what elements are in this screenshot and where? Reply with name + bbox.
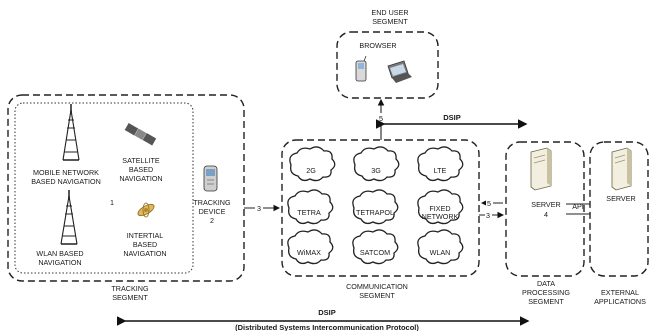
dsip-full-name: (Distributed Systems Intercommunication … <box>235 323 419 331</box>
dsip-top-arrow: DSIP <box>376 113 528 129</box>
mobile-phone-icon <box>355 55 367 82</box>
network-label-2g: 2G <box>306 166 316 175</box>
dsip-bottom-label: DSIP <box>318 308 336 317</box>
wlan-navigation-label: WLAN BASED <box>36 249 83 258</box>
dsip-top-label: DSIP <box>443 113 461 122</box>
gyroscope-icon <box>137 202 155 218</box>
processing-number: 4 <box>544 210 548 219</box>
satellite-icon <box>124 123 157 146</box>
wlan-tower-icon <box>60 190 78 245</box>
external-server-icon <box>611 147 632 191</box>
laptop-icon <box>387 60 412 83</box>
data-processing-segment: SERVER 4 DATA PROCESSING SEGMENT <box>505 141 585 306</box>
processing-server-label: SERVER <box>531 200 560 209</box>
tracking-segment-box <box>7 94 245 282</box>
connector-api: API <box>566 202 590 215</box>
network-cloud-wimax: WiMAX <box>287 229 334 265</box>
network-label-tetrapol: TETRAPOL <box>356 208 394 217</box>
connector-communication-processing: 5 3 <box>479 198 505 220</box>
data-processing-label-2: PROCESSING <box>522 288 570 297</box>
connector-label-3b: 3 <box>486 211 490 220</box>
network-label-wimax: WiMAX <box>297 248 321 257</box>
end-user-segment-label: END USER <box>371 8 408 17</box>
external-applications-box <box>589 141 649 277</box>
network-cloud-lte: LTE <box>417 146 464 182</box>
connector-label-5a: 5 <box>379 114 383 123</box>
tracking-device-icon <box>203 165 218 192</box>
end-user-segment-label-2: SEGMENT <box>372 17 408 26</box>
connector-tracking-communication: 3 <box>244 203 281 213</box>
data-processing-label: DATA <box>537 279 555 288</box>
satellite-navigation-label: SATELLITE <box>122 156 160 165</box>
network-cloud-tetra: TETRA <box>287 189 334 225</box>
navigation-group-box <box>14 102 194 274</box>
network-cloud-wlan: WLAN <box>417 229 464 265</box>
inertial-navigation-label: INTERTIAL <box>127 231 164 240</box>
network-label-fixed: FIXED <box>429 204 450 213</box>
communication-segment-label: COMMUNICATION <box>346 282 408 291</box>
browser-label: BROWSER <box>359 41 396 50</box>
network-cloud-satcom: SATCOM <box>352 229 399 265</box>
end-user-box <box>336 31 439 99</box>
end-user-segment: END USER SEGMENT BROWSER <box>336 8 439 99</box>
cell-tower-icon <box>62 104 80 161</box>
tracking-device-label-2: DEVICE <box>199 207 226 216</box>
satellite-navigation-label-3: NAVIGATION <box>119 174 162 183</box>
tracking-device-number: 2 <box>210 216 214 225</box>
network-cloud-fixed-network: FIXED NETWORK <box>417 189 464 225</box>
mobile-navigation-label-2: BASED NAVIGATION <box>31 177 101 186</box>
tracking-number: 1 <box>110 198 114 207</box>
tracking-segment-label: TRACKING <box>111 284 149 293</box>
network-label-satcom: SATCOM <box>360 248 390 257</box>
network-label-fixed-2: NETWORK <box>422 212 459 221</box>
api-label: API <box>572 202 584 211</box>
communication-segment: 2G 3G LTE TETRA TETRAPOL FIXED NETWORK W… <box>281 139 480 300</box>
wlan-navigation-label-2: NAVIGATION <box>38 258 81 267</box>
network-label-lte: LTE <box>434 166 447 175</box>
connector-label-3a: 3 <box>257 204 261 213</box>
external-applications-label: EXTERNAL <box>601 288 639 297</box>
external-applications-segment: SERVER EXTERNAL APPLICATIONS <box>589 141 649 306</box>
communication-segment-label-2: SEGMENT <box>359 291 395 300</box>
data-processing-box <box>505 141 585 277</box>
server-icon <box>530 147 552 191</box>
inertial-navigation-label-3: NAVIGATION <box>123 249 166 258</box>
data-processing-label-3: SEGMENT <box>528 297 564 306</box>
tracking-segment: MOBILE NETWORK BASED NAVIGATION SATELLIT… <box>7 94 245 302</box>
external-server-label: SERVER <box>606 194 635 203</box>
inertial-navigation-label-2: BASED <box>133 240 157 249</box>
external-applications-label-2: APPLICATIONS <box>594 297 646 306</box>
tracking-device-label: TRACKING <box>193 198 231 207</box>
network-label-tetra: TETRA <box>297 208 321 217</box>
connector-communication-enduser: 5 <box>376 98 386 140</box>
dsip-bottom-arrow: DSIP (Distributed Systems Intercommunica… <box>117 308 530 331</box>
network-cloud-3g: 3G <box>353 146 400 182</box>
network-label-3g: 3G <box>371 166 381 175</box>
network-label-wlan: WLAN <box>430 248 451 257</box>
mobile-navigation-label: MOBILE NETWORK <box>33 168 99 177</box>
tracking-segment-label-2: SEGMENT <box>112 293 148 302</box>
network-cloud-tetrapol: TETRAPOL <box>352 189 399 225</box>
connector-label-5b: 5 <box>487 199 491 208</box>
satellite-navigation-label-2: BASED <box>129 165 153 174</box>
network-cloud-2g: 2G <box>289 146 336 182</box>
